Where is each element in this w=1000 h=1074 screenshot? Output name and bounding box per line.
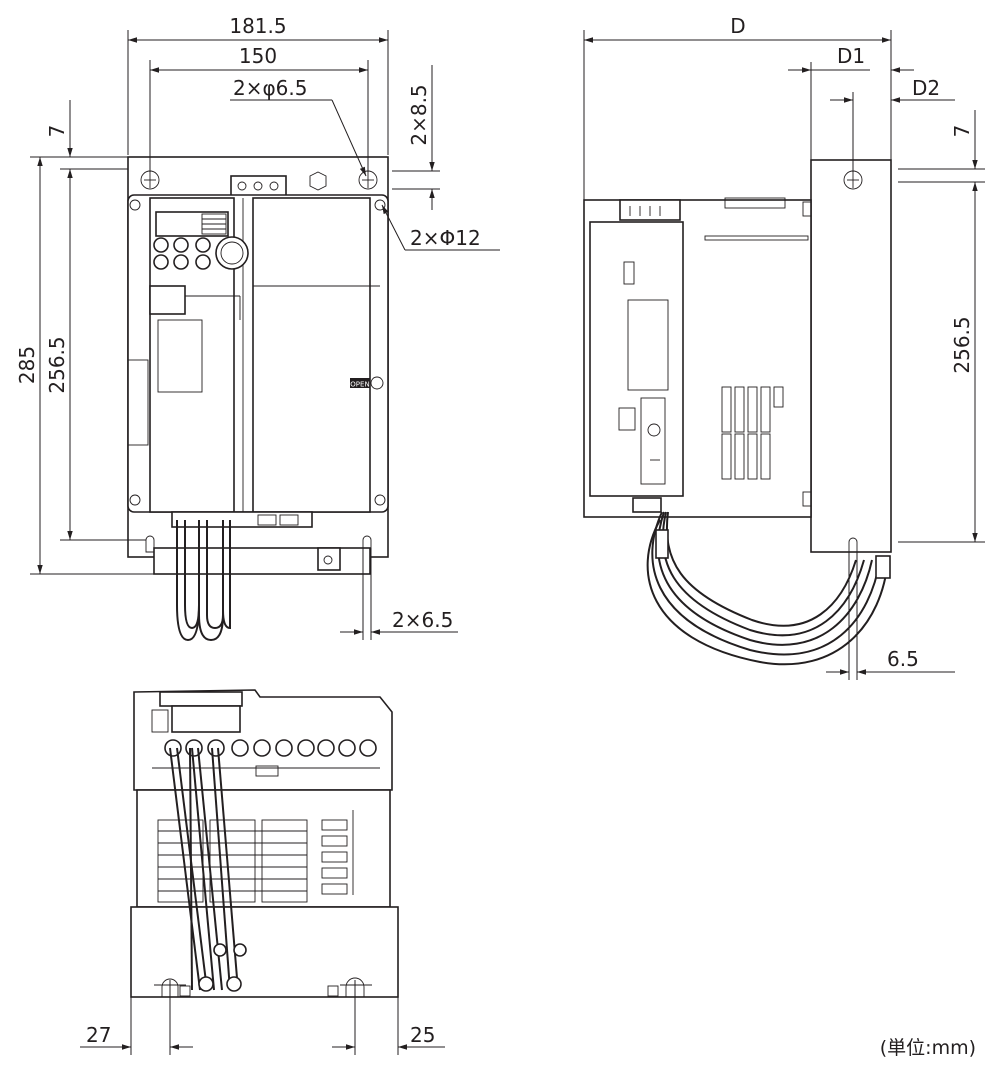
bottom-ground-plate (130, 906, 399, 998)
dim-depth-1: D1 (837, 44, 865, 68)
dim-bottom-left-offset: 27 (86, 1023, 111, 1047)
front-cables (176, 520, 231, 642)
front-open-label: OPEN (350, 381, 369, 389)
side-view: D D1 D2 7 256.5 6.5 (583, 14, 985, 680)
front-connector-cover (149, 285, 186, 315)
side-mounting-plate (810, 159, 892, 553)
dim-height-overall: 285 (15, 346, 39, 384)
side-bottom-slot (848, 537, 858, 552)
dim-bottom-slot-width: 2×6.5 (392, 608, 453, 632)
front-keypad (153, 236, 249, 270)
front-right-cover (252, 197, 371, 513)
bottom-mount-slots (154, 977, 372, 997)
dim-side-mount-pitch-vertical: 256.5 (950, 316, 974, 373)
front-open-badge (350, 378, 370, 388)
dim-mount-pitch-horizontal: 150 (239, 44, 277, 68)
dim-side-slot-width: 6.5 (887, 647, 919, 671)
dim-mount-slot-height: 2×8.5 (407, 84, 431, 145)
dim-bottom-right-offset: 25 (410, 1023, 435, 1047)
front-view: OPEN 181.5 150 (15, 14, 500, 642)
dim-depth: D (730, 14, 745, 38)
dim-front-top-offset: 7 (45, 125, 69, 138)
bottom-heatsink (136, 789, 391, 908)
bottom-terminal-screws (164, 739, 377, 757)
dim-depth-2: D2 (912, 76, 940, 100)
front-top-nut (309, 171, 327, 191)
dim-mount-pitch-vertical: 256.5 (45, 336, 69, 393)
bottom-cables (169, 747, 247, 992)
side-front-cover (589, 221, 684, 497)
dim-side-top-offset: 7 (950, 125, 974, 138)
unit-note: (単位:mm) (879, 1037, 976, 1059)
side-label-area (627, 299, 669, 391)
bottom-heatsink-fins (157, 810, 354, 903)
side-cables (646, 511, 891, 666)
dim-mount-hole-top: 2×φ6.5 (233, 76, 307, 100)
bottom-view: 27 25 (80, 689, 445, 1055)
bottom-control-terminal (171, 705, 241, 733)
dim-corner-hole: 2×Φ12 (410, 226, 481, 250)
dim-width-overall: 181.5 (229, 14, 286, 38)
side-vents (721, 386, 784, 480)
